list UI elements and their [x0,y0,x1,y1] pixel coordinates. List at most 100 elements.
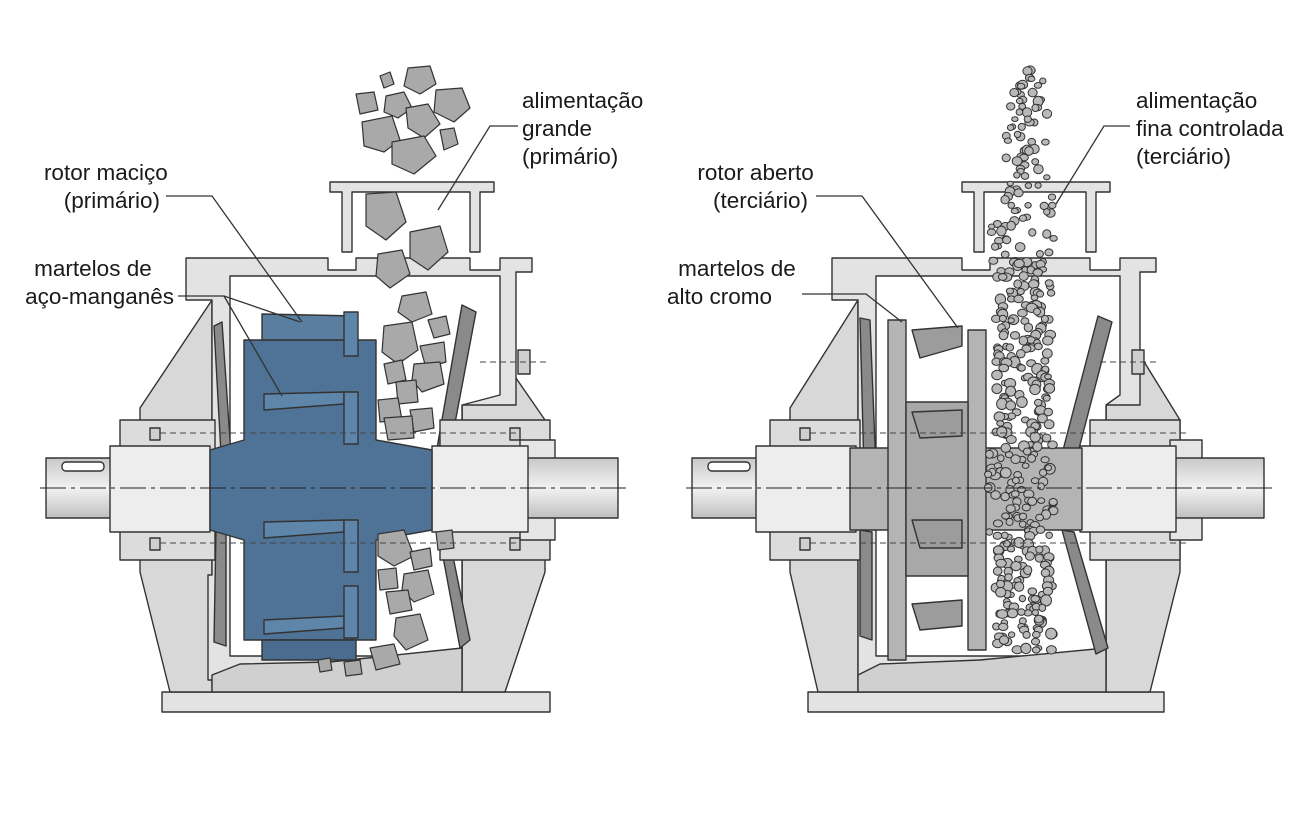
right-rotor-label: rotor aberto (terciário) [697,160,820,213]
fine-particle [1017,608,1026,616]
fine-particle [1013,188,1024,198]
fine-particle [1039,468,1048,477]
fine-particle [1018,512,1028,521]
fine-particle [992,519,1004,528]
fine-particle [991,383,1003,395]
fine-particle [1001,153,1011,163]
fine-particle [1043,407,1054,417]
left-liner-left-bottom [213,529,227,647]
fine-particle [1042,229,1052,239]
fine-particle [1017,308,1028,318]
fine-particle [1007,545,1016,553]
fine-particle [1020,172,1030,180]
fine-particle [1021,503,1031,512]
fine-particle [1015,108,1024,116]
fine-particle [1049,235,1058,242]
fine-particle [996,225,1007,237]
fine-particle [1024,146,1034,156]
fine-particle [985,528,994,536]
fine-particle [1033,164,1044,175]
fine-particle [1032,630,1041,639]
fine-particle [1046,289,1056,297]
fine-particle [1043,174,1051,181]
fine-particle [1005,517,1014,527]
fine-particle [1019,214,1027,222]
fine-particle [1044,383,1056,394]
fine-particle [984,470,993,478]
fine-particle [1007,201,1016,209]
fine-particle [1037,413,1048,424]
fine-particle [1037,482,1045,491]
fine-particle [1013,279,1023,289]
fine-particle [1015,97,1024,105]
fine-particle [1007,317,1015,324]
fine-particle [1034,614,1044,624]
fine-particle [1013,130,1022,139]
right-hub-right [1079,445,1177,533]
fine-particle [1035,513,1044,522]
left-shaft-keyway [61,461,105,472]
fine-particle [1040,314,1049,324]
fine-particle [1018,271,1029,282]
fine-particle [1027,75,1036,83]
right-shaft-keyway [707,461,751,472]
fine-particle [1014,242,1026,253]
fine-particle [1032,268,1044,277]
fine-particle [1007,631,1016,639]
fine-particle [1013,581,1025,592]
fine-particle [1003,137,1013,144]
fine-particle [1038,603,1047,612]
right-base [807,691,1165,713]
fine-particle [1023,115,1032,123]
fine-particle [990,490,1001,500]
fine-particle [1039,77,1047,85]
left-rotor-top [261,313,357,341]
fine-particle [1016,287,1025,296]
right-hammer-leader [802,293,903,323]
fine-particle [1011,156,1023,167]
fine-particle [1035,545,1044,554]
fine-particle [1035,525,1046,534]
fine-particle [1028,228,1037,237]
fine-particle [985,449,994,459]
right-crusher [686,65,1274,713]
fine-particle [1033,398,1043,407]
right-rotor-disc-right [967,329,987,651]
fine-particle [1024,551,1035,561]
left-bolt [149,427,161,441]
fine-particle [1046,645,1057,655]
fine-particle [996,579,1005,589]
fine-particle [1043,208,1051,216]
fine-particle [998,635,1010,645]
fine-particle [992,531,1003,540]
left-bolt [509,537,521,551]
fine-particle [1023,322,1034,333]
fine-particle [1005,400,1017,411]
right-rotor-disc-left [887,319,907,661]
right-bolt [799,537,811,551]
fine-particle [1000,442,1012,453]
right-bolt [799,427,811,441]
fine-particle [1018,594,1027,603]
left-crusher [40,65,628,713]
left-feed-chute [329,181,495,253]
fine-particle [1013,258,1025,269]
fine-particle [1010,490,1020,498]
left-hammer-lug [343,391,359,445]
left-hammer-lug [343,519,359,573]
fine-particle [1016,349,1026,359]
fine-particle [1010,207,1019,215]
fine-particle [986,228,997,236]
left-hammer-lug [343,585,359,639]
fine-particle [1016,82,1026,90]
right-liner-left-bottom [859,529,873,641]
fine-particle [1009,331,1021,340]
fine-particle [1048,498,1058,506]
fine-particle [998,622,1009,632]
fine-particle [1005,435,1017,444]
fine-particle [1000,492,1010,502]
fine-particle [1011,476,1020,484]
left-feed-label: alimentação grande (primário) [522,88,650,169]
left-hammer-label: martelos de aço-manganês [25,256,174,309]
fine-particle [1016,396,1028,409]
